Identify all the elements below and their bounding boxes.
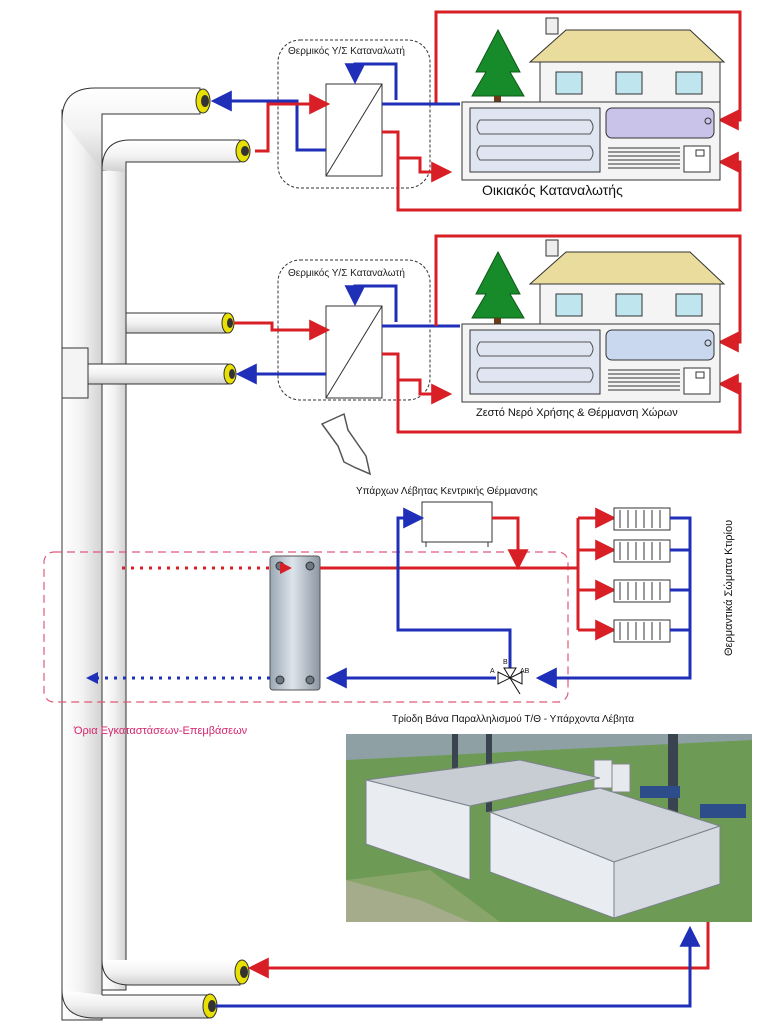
- roof-icon: [528, 251, 726, 285]
- radiator-icon: [613, 507, 671, 531]
- existing-boiler-label: Υπάρχων Λέβητας Κεντρικής Θέρμανσης: [356, 485, 538, 497]
- radiator-icon: [613, 619, 671, 643]
- boiler-section: Υπάρχων Λέβητας Κεντρικής Θέρμανσης: [43, 485, 735, 737]
- boundary-label: Όρια Εγκαταστάσεων-Επεμβάσεων: [73, 725, 248, 737]
- plant-supply-line: [247, 922, 710, 979]
- house-2: Ζεστό Νερό Χρήσης & Θέρμανση Χώρων: [461, 239, 726, 419]
- boundary-box: [43, 551, 569, 703]
- plant-return-line: [216, 925, 701, 1008]
- plate-heat-exchanger: [269, 555, 321, 691]
- roof-icon: [528, 29, 726, 63]
- substation-2-label: Θερμικός Υ/Σ Καταναλωτή: [288, 267, 405, 279]
- substation-1: Θερμικός Υ/Σ Καταναλωτή: [210, 10, 742, 212]
- radiators-label: Θερμαντικά Σώματα Κτιρίου: [723, 520, 735, 656]
- pipe-end-caps: [195, 88, 251, 1019]
- radiator-icon: [613, 579, 671, 603]
- house-1: Οικιακός Καταναλωτής: [461, 17, 726, 198]
- port-a-label: A: [490, 668, 495, 675]
- tree-icon: [471, 28, 525, 97]
- hot-water-label: Ζεστό Νερό Χρήσης & Θέρμανση Χώρων: [476, 407, 678, 419]
- main-pipes: [61, 87, 251, 1021]
- zoom-arrow-icon: [320, 412, 372, 476]
- radiators: [613, 507, 671, 643]
- valve-label: Τρίοδη Βάνα Παραλληλισμού Τ/Θ - Υπάρχοντ…: [392, 713, 634, 725]
- consumer-label: Οικιακός Καταναλωτής: [482, 182, 623, 198]
- tree-icon: [471, 250, 525, 319]
- substation-1-label: Θερμικός Υ/Σ Καταναλωτή: [288, 45, 405, 57]
- port-b-label: B: [503, 659, 508, 666]
- substation-2: Θερμικός Υ/Σ Καταναλωτή: [234, 234, 742, 434]
- radiator-icon: [613, 539, 671, 563]
- plant-photo: [346, 734, 752, 922]
- three-way-valve-icon: A B AB: [490, 659, 530, 695]
- port-ab-label: AB: [520, 668, 530, 675]
- existing-boiler: [421, 501, 493, 543]
